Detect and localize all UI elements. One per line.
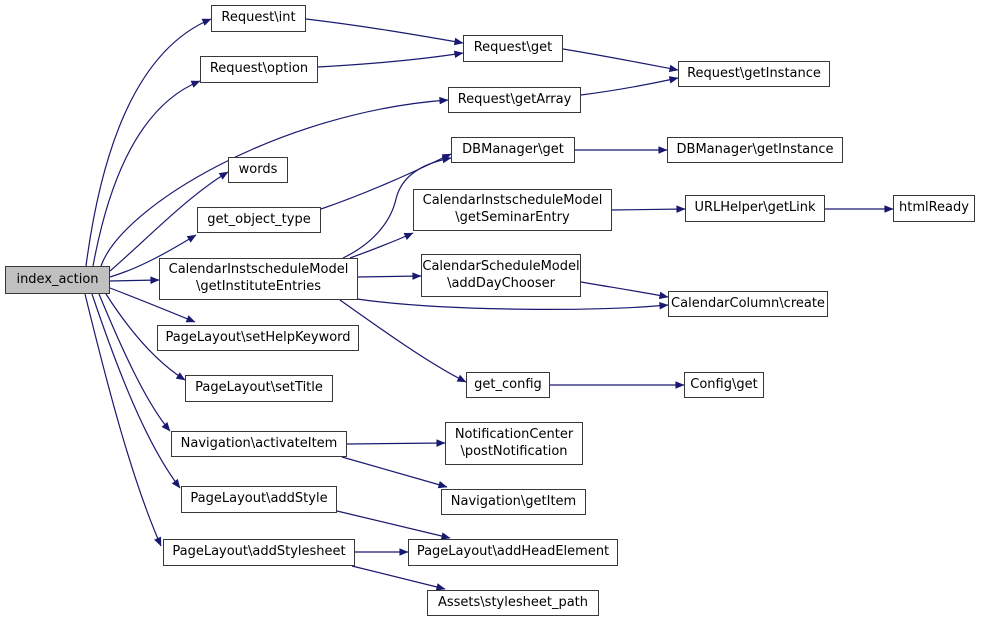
- edge-activateitem-to-navigation-getitem: [341, 456, 448, 489]
- edge-getinstituteentries-to-adddaychooser: [356, 272, 422, 280]
- edge-getinstituteentries-to-calendarcolumn-create: [356, 298, 669, 310]
- node-label: PageLayout\setHelpKeyword: [165, 329, 351, 345]
- edge-addstylesheet-to-stylesheet-path: [351, 565, 446, 591]
- node-label: get_object_type: [207, 211, 311, 227]
- node-activateitem[interactable]: Navigation\activateItem: [171, 431, 347, 457]
- edge-index-action-to-addstylesheet: [84, 293, 162, 547]
- node-label: htmlReady: [899, 200, 969, 216]
- node-label: DBManager\get: [462, 141, 564, 157]
- node-label: PageLayout\addStyle: [190, 491, 328, 507]
- node-label: URLHelper\getLink: [694, 200, 816, 216]
- edge-index-action-to-words: [109, 171, 229, 272]
- node-postnotification[interactable]: NotificationCenter \postNotification: [445, 422, 583, 465]
- edge-index-action-to-addstyle: [91, 293, 181, 489]
- node-request-int[interactable]: Request\int: [211, 5, 306, 32]
- edge-index-action-to-request-option: [92, 80, 201, 267]
- node-label: index_action: [16, 271, 99, 287]
- node-addheadelement[interactable]: PageLayout\addHeadElement: [408, 539, 618, 566]
- node-label: words: [238, 161, 278, 177]
- edge-activateitem-to-postnotification: [346, 439, 446, 447]
- edge-getinstituteentries-to-getseminarentry: [349, 232, 414, 259]
- node-addstyle[interactable]: PageLayout\addStyle: [181, 486, 337, 513]
- node-dbmanager-get[interactable]: DBManager\get: [451, 137, 575, 163]
- node-label: NotificationCenter \postNotification: [454, 426, 574, 459]
- node-request-getinstance[interactable]: Request\getInstance: [678, 61, 830, 87]
- node-calendarcolumn-create[interactable]: CalendarColumn\create: [668, 291, 828, 317]
- edge-index-action-to-settitle: [105, 293, 186, 381]
- edge-index-action-to-getinstituteentries: [109, 276, 160, 284]
- node-request-option[interactable]: Request\option: [200, 56, 318, 83]
- edge-request-get-to-request-getinstance: [562, 48, 679, 73]
- node-request-get[interactable]: Request\get: [463, 35, 563, 62]
- node-label: Request\get: [473, 40, 553, 56]
- node-label: CalendarInstscheduleModel \getSeminarEnt…: [422, 193, 603, 225]
- node-addstylesheet[interactable]: PageLayout\addStylesheet: [163, 539, 355, 566]
- node-htmlready[interactable]: htmlReady: [893, 195, 975, 222]
- node-adddaychooser[interactable]: CalendarScheduleModel \addDayChooser: [421, 254, 581, 297]
- node-sethelpkeyword[interactable]: PageLayout\setHelpKeyword: [157, 325, 359, 351]
- edge-index-action-to-request-int: [85, 18, 212, 267]
- edge-index-action-to-sethelpkeyword: [109, 287, 196, 323]
- node-label: Navigation\activateItem: [180, 435, 338, 451]
- node-get-config[interactable]: get_config: [466, 372, 550, 398]
- node-label: Request\option: [209, 61, 309, 77]
- node-label: Config\get: [690, 376, 758, 392]
- node-settitle[interactable]: PageLayout\setTitle: [185, 375, 333, 402]
- edge-get-object-type-to-dbmanager-get: [320, 153, 452, 210]
- edge-addstyle-to-addheadelement: [336, 510, 451, 540]
- edge-getseminarentry-to-urlhelper-getlink: [611, 205, 686, 213]
- edge-request-getarray-to-request-getinstance: [580, 76, 679, 96]
- node-get-object-type[interactable]: get_object_type: [197, 207, 321, 233]
- node-label: Request\getInstance: [687, 65, 821, 81]
- node-label: Request\int: [221, 10, 296, 26]
- node-label: PageLayout\setTitle: [195, 380, 323, 396]
- node-urlhelper-getlink[interactable]: URLHelper\getLink: [685, 195, 825, 222]
- edge-request-int-to-request-get: [305, 18, 464, 46]
- node-getseminarentry[interactable]: CalendarInstscheduleModel \getSeminarEnt…: [413, 189, 612, 231]
- node-label: PageLayout\addHeadElement: [416, 544, 610, 560]
- edge-index-action-to-get-object-type: [109, 234, 197, 278]
- node-navigation-getitem[interactable]: Navigation\getItem: [441, 489, 586, 515]
- edge-index-action-to-request-getarray: [100, 96, 449, 267]
- node-words[interactable]: words: [228, 157, 288, 183]
- node-dbmanager-getinstance[interactable]: DBManager\getInstance: [667, 137, 843, 163]
- node-config-get[interactable]: Config\get: [684, 372, 764, 398]
- node-label: CalendarColumn\create: [671, 295, 825, 311]
- node-label: DBManager\getInstance: [676, 141, 834, 157]
- node-getinstituteentries[interactable]: CalendarInstscheduleModel \getInstituteE…: [159, 258, 358, 300]
- edge-adddaychooser-to-calendarcolumn-create: [580, 281, 669, 300]
- edge-request-option-to-request-get: [317, 50, 464, 68]
- edge-getinstituteentries-to-get-config: [339, 299, 467, 383]
- node-label: CalendarScheduleModel \addDayChooser: [422, 258, 580, 291]
- node-stylesheet-path[interactable]: Assets\stylesheet_path: [427, 590, 599, 616]
- node-label: get_config: [474, 376, 542, 392]
- node-label: PageLayout\addStylesheet: [172, 544, 346, 560]
- node-label: Assets\stylesheet_path: [437, 594, 589, 610]
- edge-getinstituteentries-to-dbmanager-get: [342, 155, 452, 259]
- node-request-getarray[interactable]: Request\getArray: [448, 87, 581, 113]
- node-index-action: index_action: [5, 266, 110, 294]
- edge-index-action-to-activateitem: [98, 293, 171, 432]
- node-label: Navigation\getItem: [450, 493, 577, 509]
- node-label: Request\getArray: [457, 91, 572, 107]
- node-label: CalendarInstscheduleModel \getInstituteE…: [168, 262, 349, 294]
